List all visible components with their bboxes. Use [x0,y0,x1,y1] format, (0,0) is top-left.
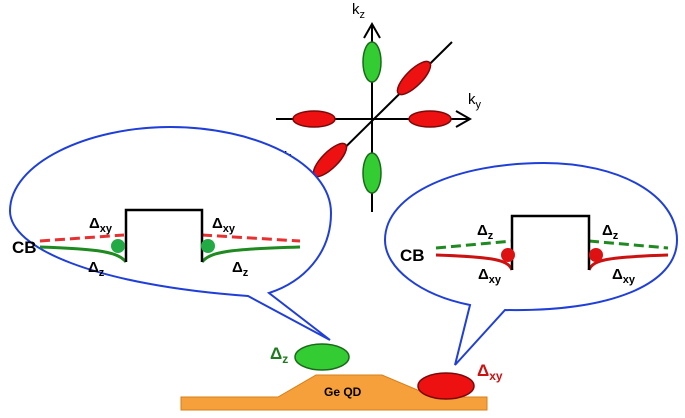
right-label-bottom-left: Δxy [478,266,502,286]
ky-valley-left [292,110,336,128]
left-label-bottom-left: Δz [88,259,105,279]
left-green-dot-left [111,239,125,253]
left-deltaxy-dashed-level [39,233,301,243]
right-deltaxy-band-edge [435,253,669,271]
left-label-top-left: Δxy [89,215,113,235]
ge-qd-label: Ge QD [324,385,362,399]
left-deltaz-band-edge [39,245,301,264]
kx-valley-back [396,60,432,96]
kz-valley-bottom [362,152,382,194]
left-bubble-outline [8,125,333,341]
delta-z-label: Δz [270,344,288,366]
left-cb-label: CB [12,238,37,257]
left-label-top-right: Δxy [212,215,236,235]
ky-arrowhead [455,110,473,128]
delta-z-electron [294,343,350,371]
right-cb-label: CB [400,246,425,265]
ky-label: ky [468,91,482,111]
ge-quantum-dot-structure: Ge QD Δz Δxy [180,343,503,411]
left-label-bottom-right: Δz [232,259,249,279]
right-red-dot-left [501,248,515,262]
right-label-top-left: Δz [477,222,494,242]
ky-valley-right [408,110,452,128]
kz-valley-top [362,41,382,83]
right-label-top-right: Δz [602,222,619,242]
right-quantum-well [510,214,591,270]
right-red-dot-right [589,248,603,262]
kz-arrowhead [363,21,381,39]
kz-label: kz [352,1,365,21]
right-bubble-outline [383,161,679,366]
right-bubble: CB Δz Δz Δxy Δxy [383,161,679,366]
left-green-dot-right [201,239,215,253]
right-label-bottom-right: Δxy [612,266,636,286]
delta-xy-label: Δxy [477,361,503,383]
left-bubble: CB Δxy Δxy Δz Δz [8,125,333,341]
delta-xy-electron [417,372,475,400]
right-deltaz-dashed-level [435,239,669,250]
left-quantum-well [124,208,204,262]
